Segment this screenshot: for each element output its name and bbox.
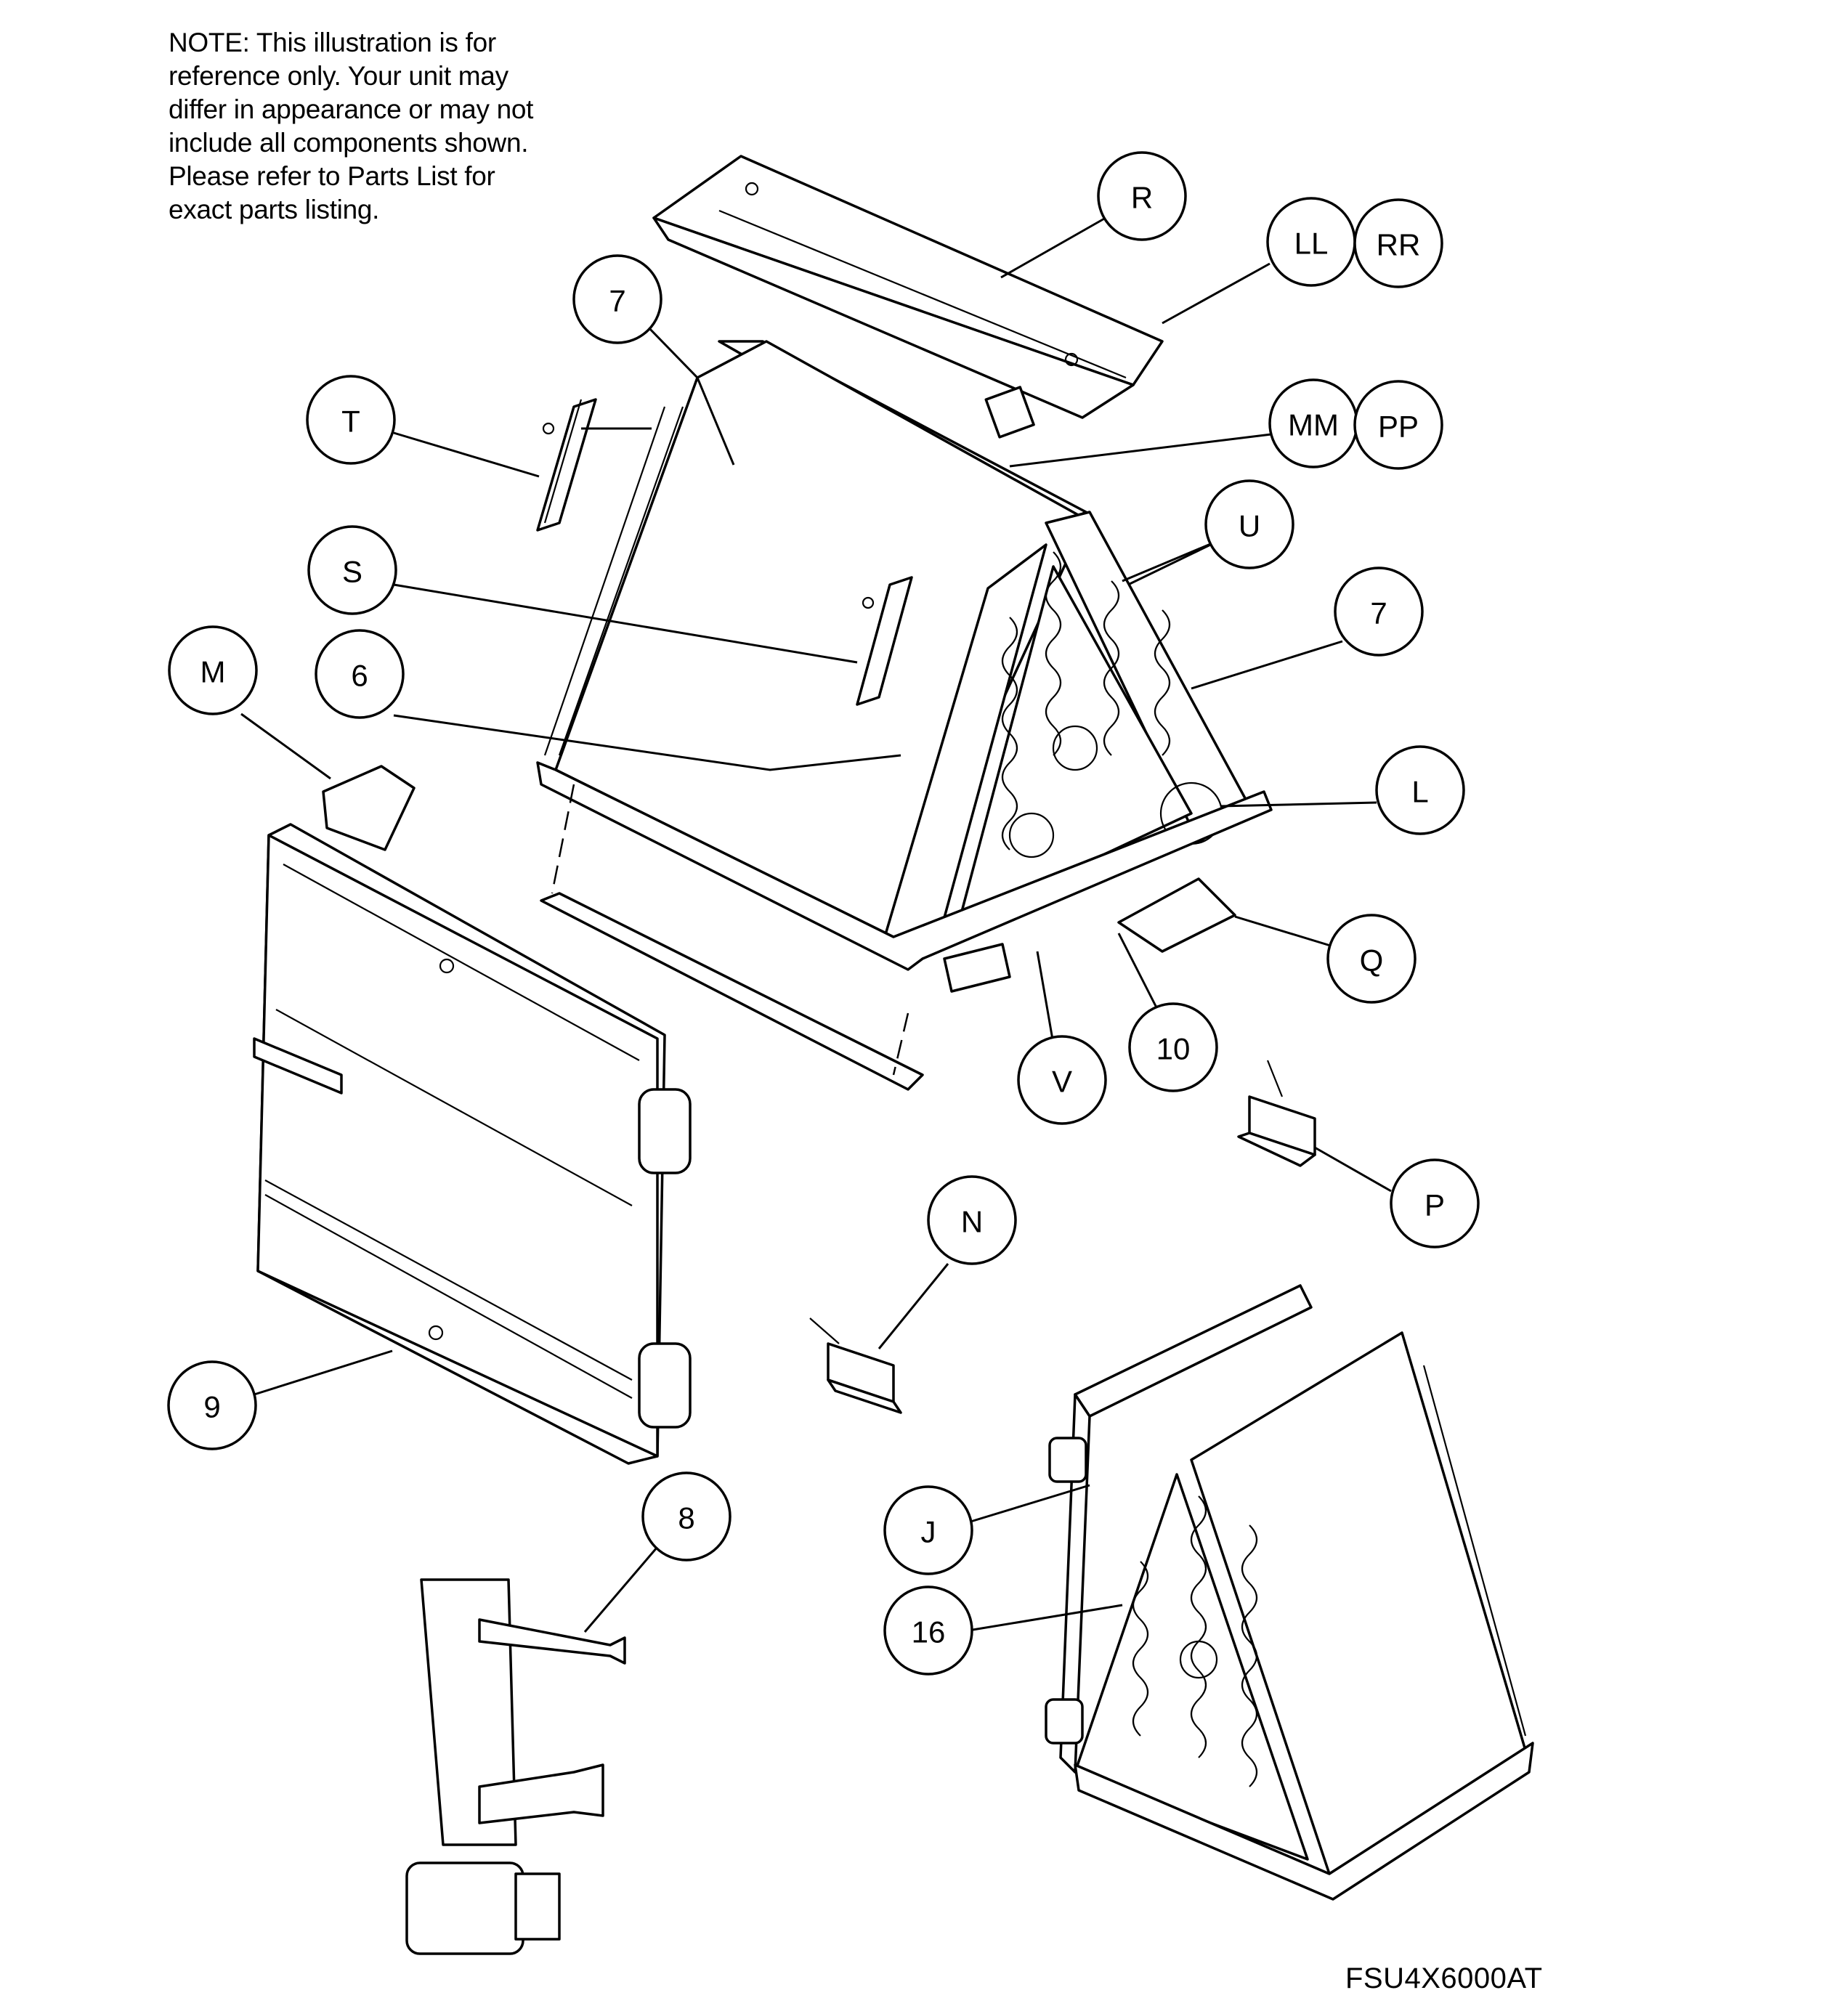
callout-T: T: [306, 375, 396, 465]
n-bracket-part: [809, 1317, 902, 1414]
model-code: FSU4X6000AT: [1345, 1962, 1543, 1994]
m-clip-part: [322, 765, 416, 851]
leader-lines: [240, 216, 1392, 1633]
callout-6-label: 6: [351, 659, 368, 693]
callout-RR: RR: [1353, 198, 1443, 288]
tube-assembly-part: [405, 1578, 626, 1955]
callout-PP-label: PP: [1378, 410, 1419, 444]
callout-V-label: V: [1052, 1065, 1072, 1099]
callout-R: R: [1097, 151, 1187, 241]
callout-J: J: [883, 1485, 973, 1575]
callout-16: 16: [883, 1585, 973, 1676]
callout-Q: Q: [1326, 914, 1417, 1004]
q-bracket-part: [1117, 877, 1236, 953]
callout-S: S: [307, 525, 397, 615]
callout-S-label: S: [342, 555, 362, 589]
callout-8: 8: [641, 1471, 732, 1562]
callout-10: 10: [1128, 1002, 1218, 1092]
callout-V: V: [1017, 1035, 1107, 1125]
callout-U-label: U: [1239, 509, 1260, 543]
callout-R-label: R: [1131, 181, 1153, 215]
callout-L: L: [1375, 745, 1465, 835]
p-bracket-part: [1237, 1060, 1316, 1167]
callout-16-label: 16: [912, 1615, 946, 1649]
main-coil-assembly: [536, 340, 1273, 1091]
callout-9-label: 9: [203, 1390, 220, 1424]
callout-LL: LL: [1266, 197, 1356, 287]
callout-M-label: M: [200, 655, 226, 689]
callout-9: 9: [167, 1360, 257, 1450]
callout-7-right-label: 7: [1370, 596, 1387, 630]
callout-M: M: [168, 625, 258, 715]
callout-J-label: J: [921, 1515, 936, 1549]
callout-MM: MM: [1268, 378, 1358, 468]
assembled-unit: [1045, 1284, 1534, 1901]
callout-RR-label: RR: [1377, 228, 1421, 262]
callout-8-label: 8: [678, 1501, 694, 1535]
callout-P: P: [1390, 1158, 1480, 1248]
callout-L-label: L: [1411, 775, 1428, 809]
callout-6: 6: [315, 629, 405, 719]
s-bracket-part: [856, 576, 913, 706]
callout-7-top-label: 7: [609, 284, 625, 318]
callout-N-label: N: [961, 1205, 983, 1239]
callout-PP: PP: [1353, 380, 1443, 470]
callout-MM-label: MM: [1288, 408, 1339, 442]
side-panel-part: [253, 823, 692, 1465]
t-bracket-part: [536, 398, 597, 532]
reference-note: NOTE: This illustration is for reference…: [169, 28, 534, 224]
callout-N: N: [927, 1175, 1017, 1265]
callout-7-top: 7: [572, 254, 662, 344]
callout-LL-label: LL: [1294, 227, 1329, 261]
callout-P-label: P: [1424, 1188, 1445, 1222]
callout-T-label: T: [341, 405, 360, 439]
callout-Q-label: Q: [1360, 943, 1384, 978]
callout-10-label: 10: [1156, 1032, 1191, 1066]
callout-7-right: 7: [1334, 567, 1424, 657]
top-rail-part: [652, 155, 1164, 439]
callout-U: U: [1204, 479, 1294, 569]
